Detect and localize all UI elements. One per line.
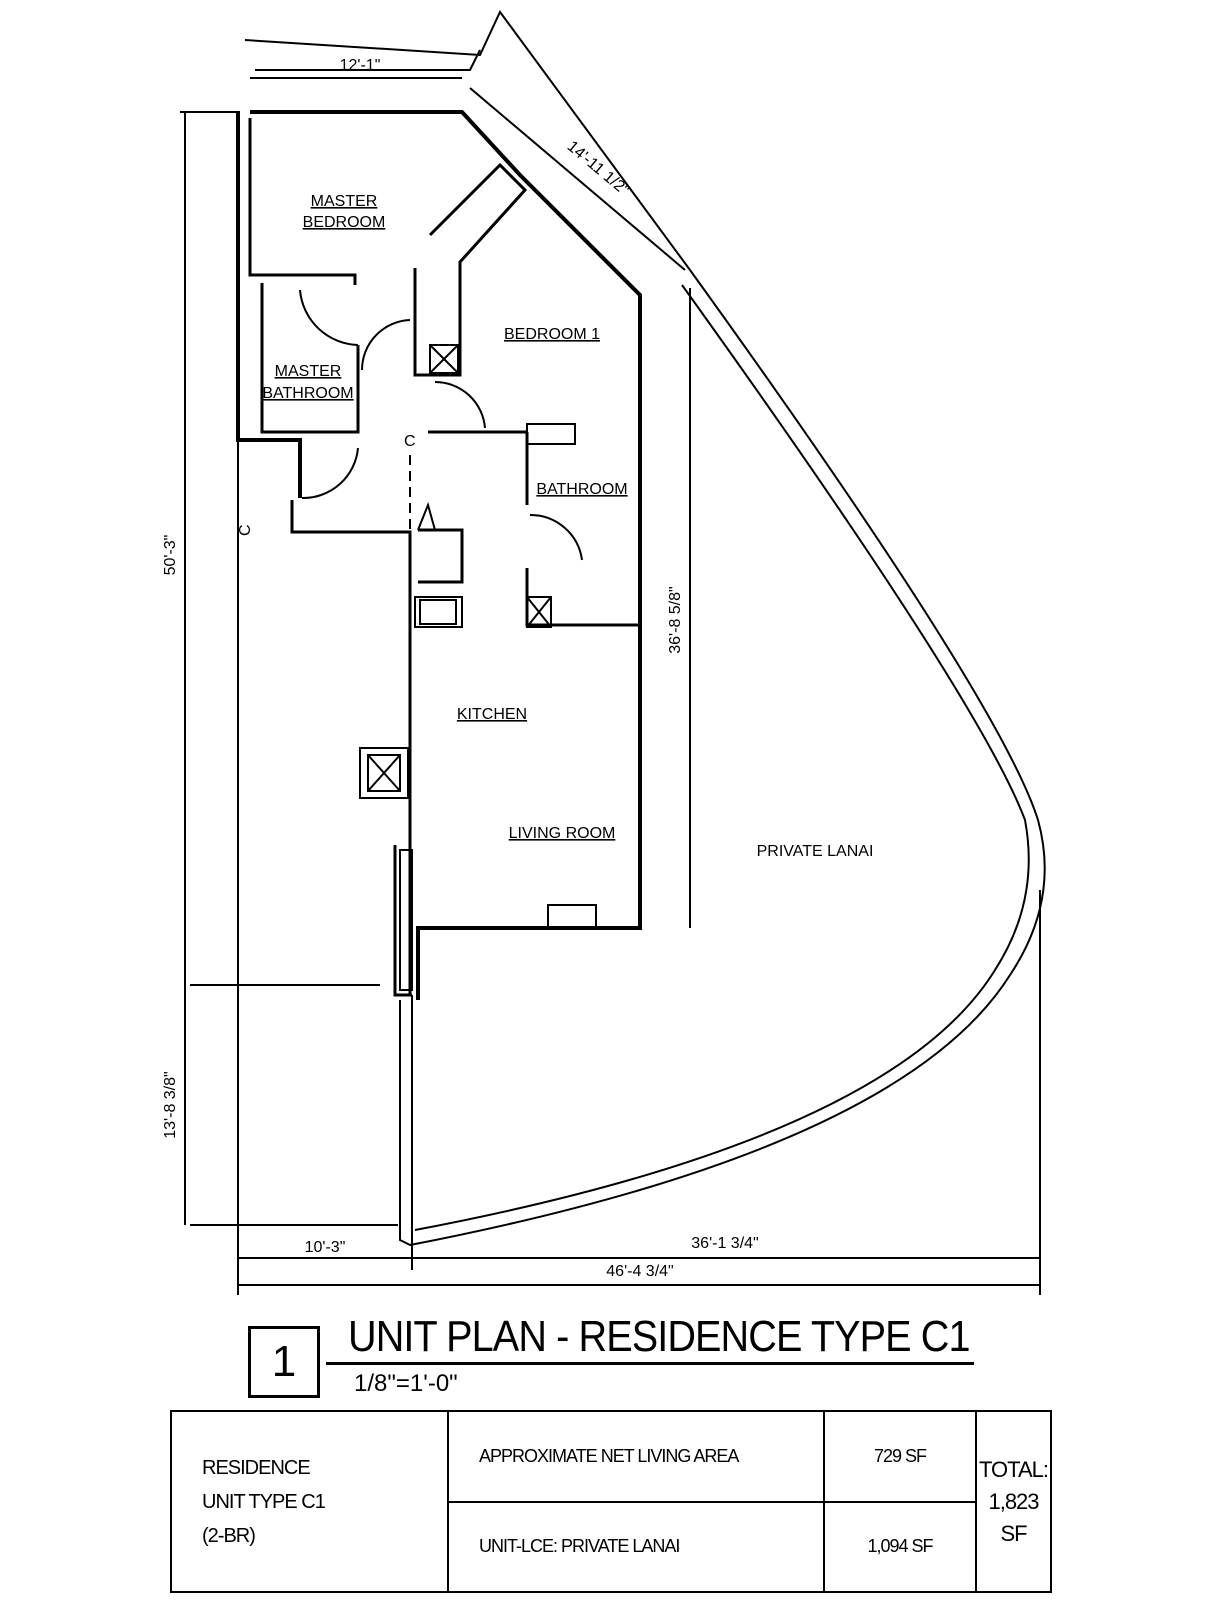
unit-line: (2-BR) [202, 1524, 256, 1547]
room-bedroom-1: BEDROOM 1 [504, 326, 600, 343]
dim-bottom-total: 46'-4 3/4" [606, 1263, 673, 1280]
room-kitchen: KITCHEN [457, 706, 527, 723]
title-block: 1 UNIT PLAN - RESIDENCE TYPE C1 1/8"=1'-… [248, 1310, 988, 1410]
dim-lower-left-height: 13'-8 3/8" [162, 1071, 179, 1138]
dim-bottom-left: 10'-3" [305, 1239, 346, 1256]
net-area-label: APPROXIMATE NET LIVING AREA [447, 1410, 825, 1503]
dim-diagonal: 14'-11 1/2" [564, 138, 633, 199]
drawing-number: 1 [248, 1326, 320, 1398]
total-value: 1,823 SF [988, 1488, 1039, 1546]
lanai-outline [244, 10, 1046, 1247]
unit-line: UNIT TYPE C1 [202, 1490, 326, 1513]
net-area-value: 729 SF [823, 1410, 977, 1503]
room-bathroom: BATHROOM [536, 481, 627, 498]
drawing-scale: 1/8"=1'-0" [354, 1370, 458, 1397]
room-master-bathroom: BATHROOM [262, 385, 353, 402]
centerline-marker: C [404, 433, 416, 450]
unit-walls [250, 110, 642, 1000]
dim-right-height: 36'-8 5/8" [667, 586, 684, 653]
room-master-bathroom: MASTER [275, 363, 342, 380]
room-private-lanai: PRIVATE LANAI [757, 843, 874, 860]
room-master-bedroom: BEDROOM [303, 214, 386, 231]
room-living-room: LIVING ROOM [509, 825, 616, 842]
total-cell: TOTAL: 1,823 SF [975, 1410, 1052, 1593]
total-label: TOTAL: [979, 1456, 1049, 1482]
area-table: RESIDENCE UNIT TYPE C1 (2-BR) APPROXIMAT… [170, 1410, 1052, 1593]
lanai-label: UNIT-LCE: PRIVATE LANAI [447, 1500, 825, 1593]
unit-line: RESIDENCE [202, 1456, 311, 1479]
title-underline [326, 1362, 974, 1365]
unit-type-cell: RESIDENCE UNIT TYPE C1 (2-BR) [170, 1410, 449, 1593]
centerline-marker: C [237, 524, 254, 536]
dim-top-width: 12'-1" [340, 57, 381, 74]
dim-bottom-right: 36'-1 3/4" [691, 1235, 758, 1252]
room-master-bedroom: MASTER [311, 193, 378, 210]
drawing-title: UNIT PLAN - RESIDENCE TYPE C1 [348, 1312, 971, 1361]
lanai-value: 1,094 SF [823, 1500, 977, 1593]
dim-left-height: 50'-3" [162, 535, 179, 576]
